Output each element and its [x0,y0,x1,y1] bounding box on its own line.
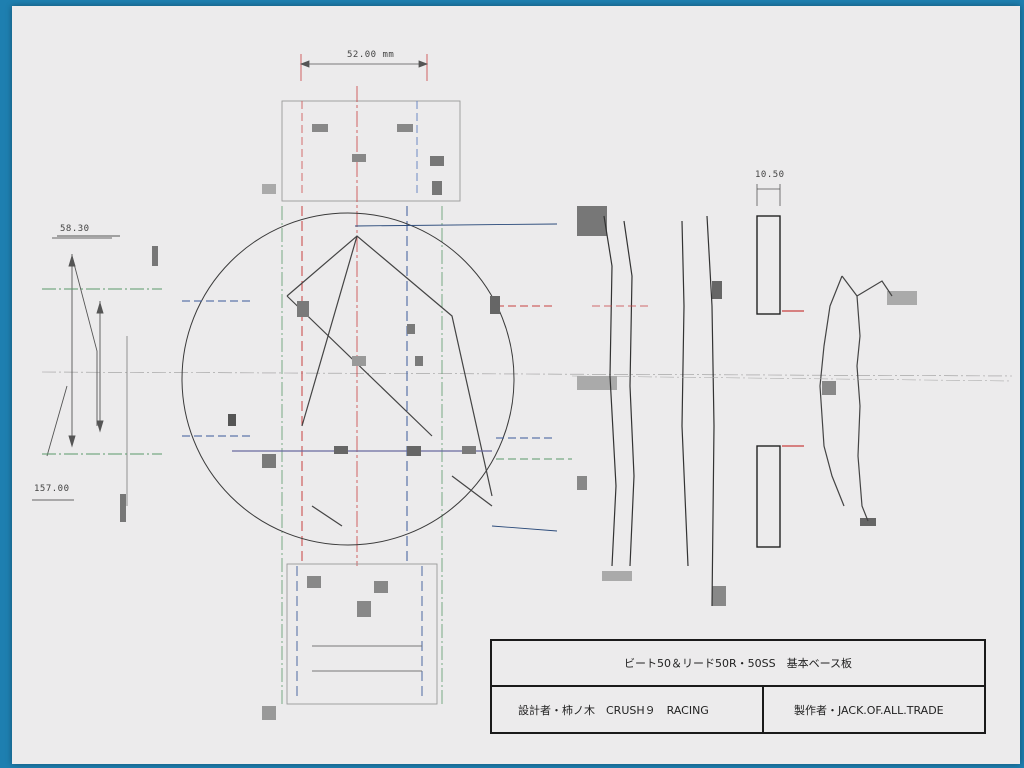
right-profile [819,275,893,522]
middle-side-profile [592,215,715,607]
top-dimension [299,54,429,81]
drawing-sheet: 52.00 mm 10.50 58.30 157.00 ビート50＆リード50R… [12,6,1020,764]
plate-section [756,184,804,548]
dimension-left-upper: 58.30 [60,224,90,234]
drawing-title: ビート50＆リード50R・50SS 基本ベース板 [492,641,984,687]
dimension-left-lower: 157.00 [34,484,70,494]
main-part-upper [281,86,461,706]
maker-field: 製作者・JACK.OF.ALL.TRADE [794,703,944,717]
left-dashed-lines [182,300,572,460]
right-center-line [571,375,1013,382]
main-part-lower [286,563,438,705]
main-circle [181,212,515,546]
title-block: ビート50＆リード50R・50SS 基本ベース板 設計者・柿ノ木 CRUSH９ … [490,639,986,734]
detail-blocks [120,124,917,720]
dimension-top-width: 52.00 mm [347,50,395,60]
technical-drawing [32,54,1013,720]
horizontal-center-line [41,371,1013,377]
dimension-side-thickness: 10.50 [755,170,785,180]
left-side-view [32,235,162,506]
designer-field: 設計者・柿ノ木 CRUSH９ RACING [492,687,764,732]
inner-triangle [232,223,558,532]
